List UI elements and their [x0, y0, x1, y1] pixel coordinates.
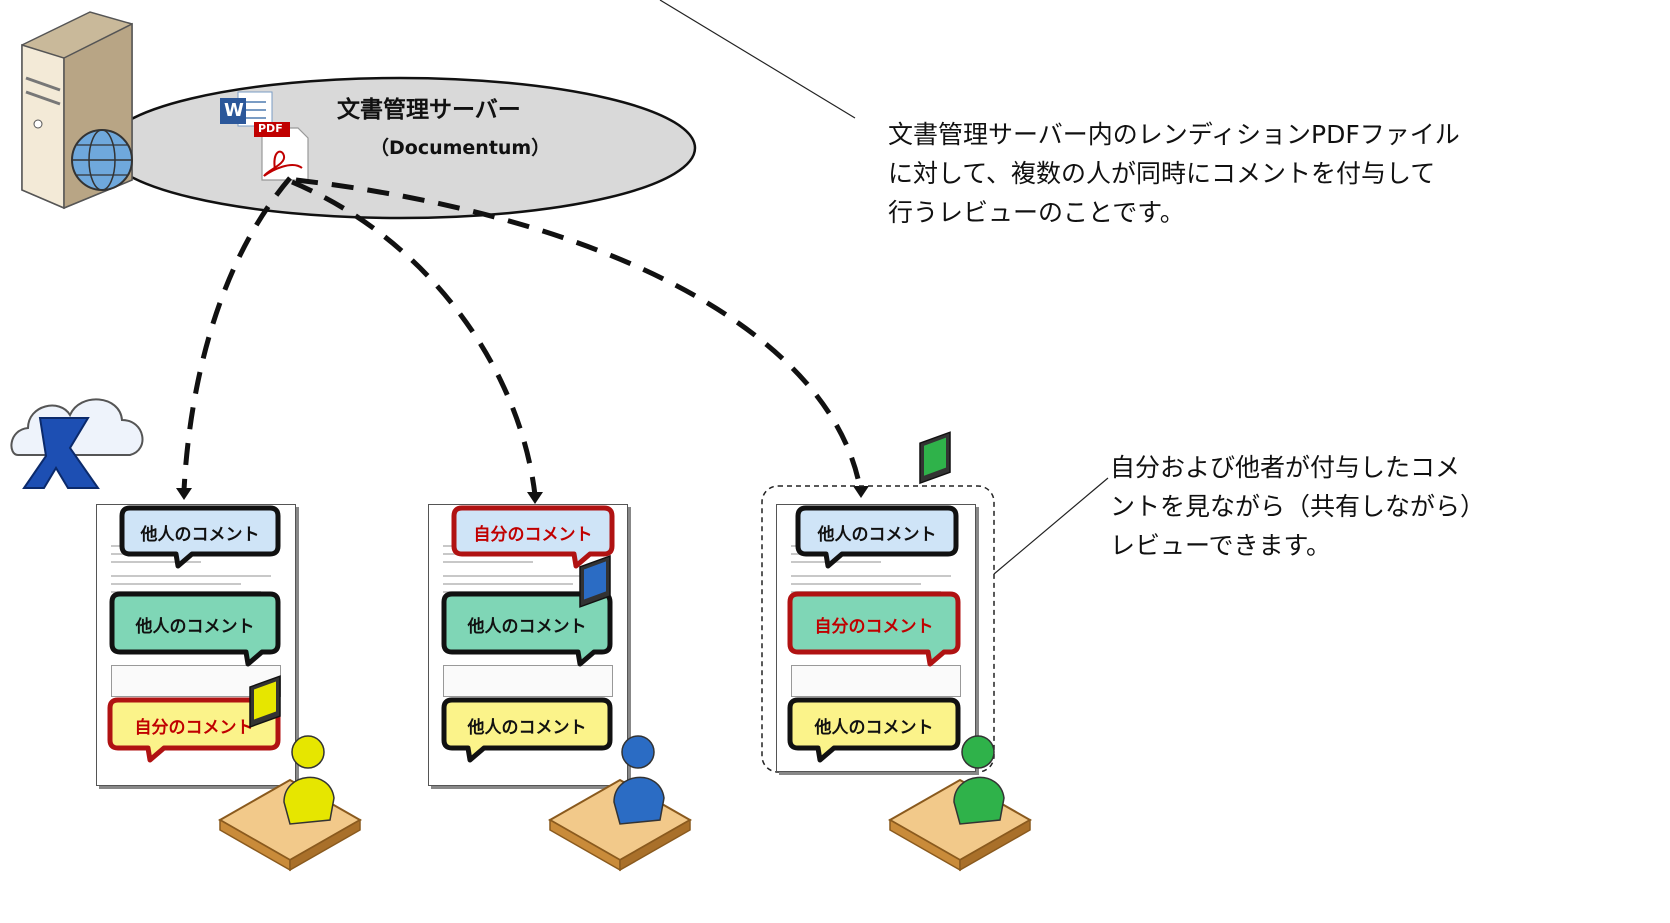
document-text-line: [111, 583, 241, 585]
document-text-line: [791, 575, 951, 577]
leader-line-right: [993, 477, 1109, 575]
note-top-line-3: 行うレビューのことです。: [888, 198, 1185, 227]
comment-callout: 他人のコメント: [467, 718, 587, 738]
document-text-line: [443, 583, 573, 585]
note-top-line-2: に対して、複数の人が同時にコメントを付与して: [888, 159, 1436, 188]
server-title: 文書管理サーバー: [337, 97, 521, 123]
document-table: [791, 665, 961, 697]
document-text-line: [443, 575, 603, 577]
user-at-desk-icon: [547, 554, 693, 872]
dashed-arrow-1: [181, 176, 292, 491]
note-top-line-1: 文書管理サーバー内のレンディションPDFファイル: [888, 120, 1460, 149]
arrowhead-2: [527, 492, 543, 504]
document-text-line: [791, 583, 921, 585]
note-side-line-2: ントを見ながら（共有しながら）: [1110, 492, 1486, 521]
leader-line-top: [659, 0, 856, 119]
document-text-line: [111, 575, 271, 577]
user-at-desk-icon: [217, 675, 363, 872]
document-text-line: [111, 561, 201, 563]
cloud-x-logo: [10, 398, 144, 489]
document-table: [443, 665, 613, 697]
dashed-arrow-2: [291, 179, 538, 496]
server-subtitle: （Documentum）: [370, 137, 551, 159]
comment-callout: 他人のコメント: [135, 617, 255, 637]
dashed-arrow-3: [295, 177, 863, 489]
user-at-desk-icon: [887, 431, 1033, 872]
shared-review-group: [761, 485, 995, 773]
dashed-arrows: [181, 176, 863, 496]
comment-callout: 他人のコメント: [140, 525, 260, 545]
arrowhead-3: [853, 486, 869, 498]
comment-callout: 自分のコメント: [473, 525, 593, 545]
word-file-icon: [220, 91, 273, 127]
document-text-line: [443, 561, 533, 563]
note-side-line-3: レビューできます。: [1110, 531, 1332, 560]
arrowhead-1: [176, 488, 192, 500]
server-tower-icon: [21, 11, 133, 210]
word-icon-label: W: [224, 100, 244, 121]
comment-callout: 他人のコメント: [467, 617, 587, 637]
comment-callout: 自分のコメント: [814, 617, 934, 637]
comment-callout: 自分のコメント: [134, 718, 254, 738]
pdf-icon-label: PDF: [258, 122, 283, 135]
comment-callout: 他人のコメント: [814, 718, 934, 738]
note-side-line-1: 自分および他者が付与したコメ: [1110, 453, 1461, 482]
comment-callout: 他人のコメント: [817, 525, 937, 545]
pdf-file-icon: [254, 122, 309, 181]
